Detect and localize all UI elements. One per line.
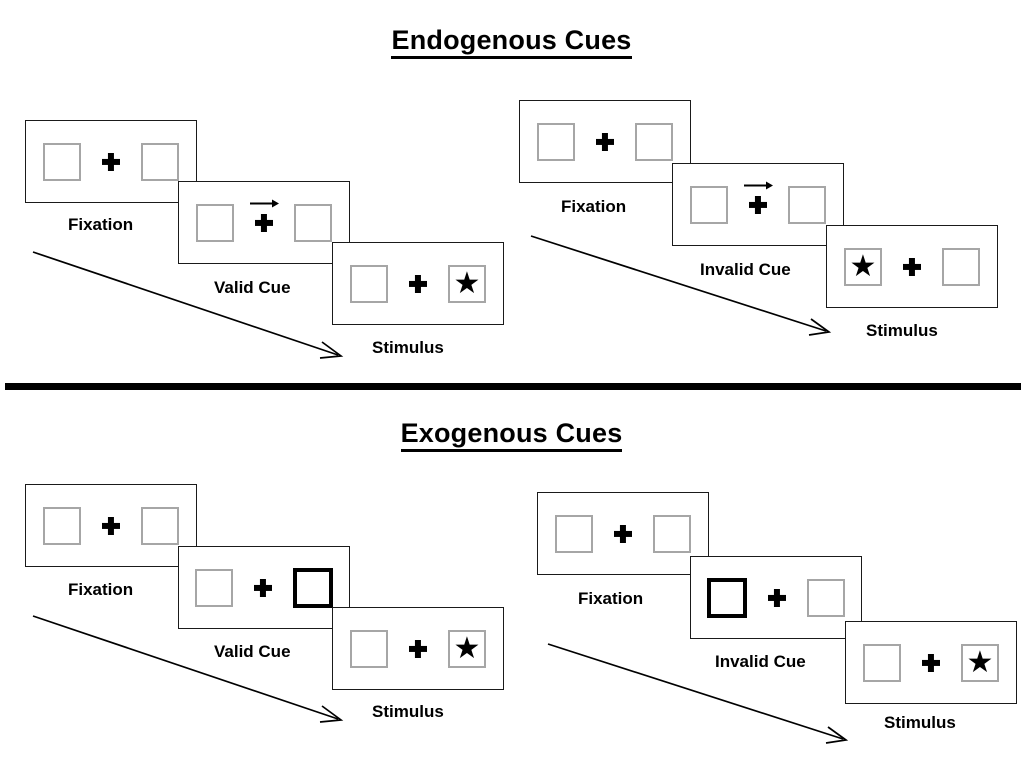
caption-endogenous-valid-cue: Valid Cue [214,278,291,297]
placeholder-box-left [350,629,388,668]
placeholder-box-left [43,506,81,545]
placeholder-box-left-with-target: ★ [844,247,882,286]
caption-exogenous-valid-fixation: Fixation [68,580,134,599]
cued-box-left [707,577,747,618]
placeholder-box-right [141,506,179,545]
panel-exogenous-valid-fixation [25,484,197,567]
placeholder-box-left [690,185,728,224]
arrow-right-icon [744,181,773,189]
fixation-cross-icon [254,579,272,597]
fixation-cross-icon [409,275,427,293]
panel-exogenous-invalid-cue [690,556,862,639]
panel-endogenous-invalid-stimulus: ★ [826,225,998,308]
placeholder-box-right [635,122,673,161]
panel-endogenous-valid-cue [178,181,350,264]
placeholder-box-right [788,185,826,224]
panel-endogenous-invalid-cue [672,163,844,246]
caption-endogenous-invalid-cue: Invalid Cue [700,260,791,279]
cued-box-right [293,567,333,608]
panel-endogenous-valid-stimulus: ★ [332,242,504,325]
star-target-icon: ★ [453,630,481,666]
caption-exogenous-invalid-stimulus: Stimulus [884,713,956,732]
panel-exogenous-invalid-stimulus: ★ [845,621,1017,704]
fixation-cross-icon [102,517,120,535]
panel-exogenous-valid-cue [178,546,350,629]
panel-exogenous-invalid-fixation [537,492,709,575]
caption-exogenous-invalid-fixation: Fixation [578,589,644,608]
placeholder-box-right [294,203,332,242]
placeholder-box-left [196,203,234,242]
placeholder-box-left [195,568,233,607]
fixation-cross-icon [102,153,120,171]
placeholder-box-right-with-target: ★ [448,264,486,303]
placeholder-box-right [141,142,179,181]
placeholder-box-right-with-target: ★ [448,629,486,668]
placeholder-box-left [350,264,388,303]
time-flow-arrow-endogenous-invalid [530,235,832,336]
time-flow-arrow-endogenous-valid [32,251,344,359]
section-title-exogenous: Exogenous Cues [0,418,1023,452]
section-title-endogenous: Endogenous Cues [0,25,1023,59]
placeholder-box-right [807,578,845,617]
fixation-cross-icon [409,640,427,658]
star-target-icon: ★ [966,644,994,680]
fixation-cross-icon [744,181,773,214]
section-divider [5,383,1021,390]
placeholder-box-left [537,122,575,161]
panel-exogenous-valid-stimulus: ★ [332,607,504,690]
caption-endogenous-invalid-fixation: Fixation [561,197,627,216]
fixation-cross-icon [250,199,279,232]
fixation-cross-icon [596,133,614,151]
placeholder-box-right-with-target: ★ [961,643,999,682]
star-target-icon: ★ [453,265,481,301]
placeholder-box-right [942,247,980,286]
fixation-cross-icon [768,589,786,607]
time-flow-arrow-exogenous-valid [32,615,344,723]
placeholder-box-left [863,643,901,682]
star-target-icon: ★ [849,248,877,284]
section-title-exogenous-text: Exogenous Cues [400,418,623,452]
time-flow-arrow-exogenous-invalid [547,643,849,744]
panel-endogenous-invalid-fixation [519,100,691,183]
fixation-cross-icon [614,525,632,543]
panel-endogenous-valid-fixation [25,120,197,203]
fixation-cross-icon [903,258,921,276]
caption-endogenous-valid-fixation: Fixation [68,215,134,234]
caption-endogenous-invalid-stimulus: Stimulus [866,321,938,340]
caption-exogenous-invalid-cue: Invalid Cue [715,652,806,671]
placeholder-box-left [555,514,593,553]
placeholder-box-left [43,142,81,181]
section-title-endogenous-text: Endogenous Cues [391,25,632,59]
caption-exogenous-valid-stimulus: Stimulus [372,702,444,721]
caption-endogenous-valid-stimulus: Stimulus [372,338,444,357]
arrow-right-icon [250,199,279,207]
caption-exogenous-valid-cue: Valid Cue [214,642,291,661]
fixation-cross-icon [922,654,940,672]
placeholder-box-right [653,514,691,553]
